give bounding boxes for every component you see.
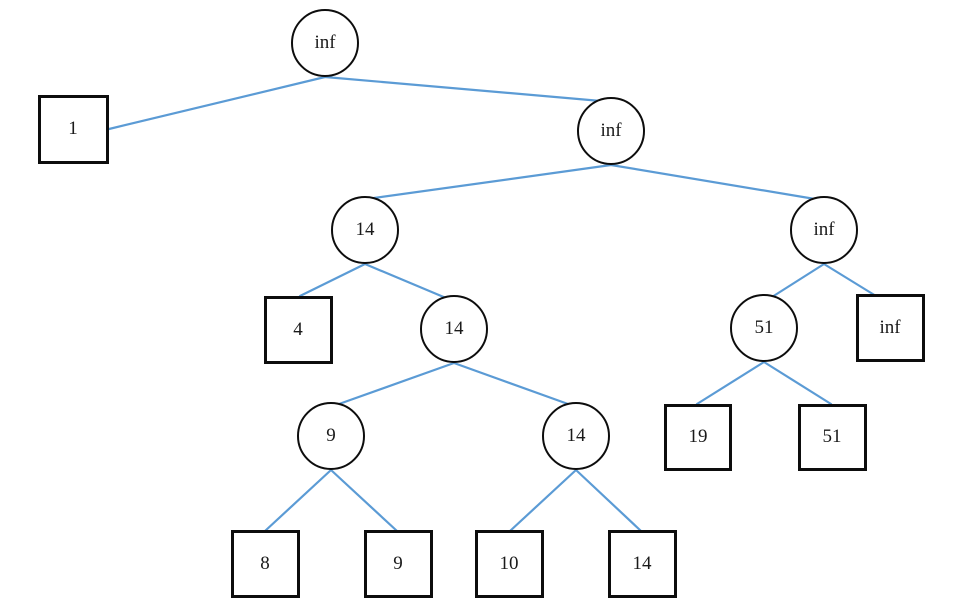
tree-edge	[574, 468, 643, 533]
tree-edge	[363, 262, 448, 300]
tree-edge	[263, 468, 333, 533]
tree-node-label: inf	[600, 119, 622, 141]
tree-node-label: inf	[879, 316, 901, 338]
tree-node-label: 9	[326, 424, 336, 446]
tree-node-internal[interactable]: inf	[790, 196, 858, 264]
tree-node-label: 51	[822, 425, 842, 447]
tree-node-leaf[interactable]: 4	[263, 296, 333, 364]
tree-node-leaf[interactable]: 1	[37, 94, 109, 164]
tree-edge	[323, 75, 603, 103]
tree-edge	[372, 163, 613, 200]
tree-node-label: 14	[355, 218, 375, 240]
tree-node-leaf[interactable]: 51	[797, 403, 867, 471]
tree-node-leaf[interactable]: 14	[607, 530, 677, 598]
tree-edge	[508, 468, 578, 533]
tree-node-internal[interactable]: inf	[577, 97, 645, 165]
tree-node-label: 8	[260, 552, 270, 574]
tree-edge	[329, 468, 399, 533]
tree-edge	[695, 360, 766, 406]
tree-edge	[298, 262, 367, 298]
tree-node-internal[interactable]: 14	[420, 295, 488, 363]
tree-node-label: 14	[444, 317, 464, 339]
tree-edge	[770, 262, 826, 299]
tree-node-leaf[interactable]: 9	[363, 530, 433, 598]
tree-node-label: 14	[632, 552, 652, 574]
tree-node-internal[interactable]: 14	[331, 196, 399, 264]
tree-node-label: 4	[293, 318, 303, 340]
tree-node-label: 19	[688, 425, 708, 447]
tree-node-label: inf	[813, 218, 835, 240]
tree-node-leaf[interactable]: inf	[855, 294, 925, 362]
tree-node-internal[interactable]: 51	[730, 294, 798, 362]
tree-node-leaf[interactable]: 10	[474, 530, 544, 598]
tree-node-label: 1	[68, 117, 78, 139]
tree-node-internal[interactable]: inf	[291, 9, 359, 77]
tree-node-internal[interactable]: 14	[542, 402, 610, 470]
tree-edge	[452, 361, 570, 406]
tree-edge	[337, 361, 456, 406]
tree-edge	[822, 262, 878, 298]
tree-node-label: 10	[499, 552, 519, 574]
tree-node-label: 9	[393, 552, 403, 574]
tree-node-leaf[interactable]: 8	[230, 530, 300, 598]
tree-edge	[609, 163, 817, 201]
tree-node-leaf[interactable]: 19	[664, 403, 732, 471]
tree-edge	[107, 75, 327, 131]
tree-node-label: 14	[566, 424, 586, 446]
tree-node-label: inf	[314, 31, 336, 53]
tree-node-label: 51	[754, 316, 774, 338]
tree-edge	[762, 360, 833, 406]
tree-node-internal[interactable]: 9	[297, 402, 365, 470]
